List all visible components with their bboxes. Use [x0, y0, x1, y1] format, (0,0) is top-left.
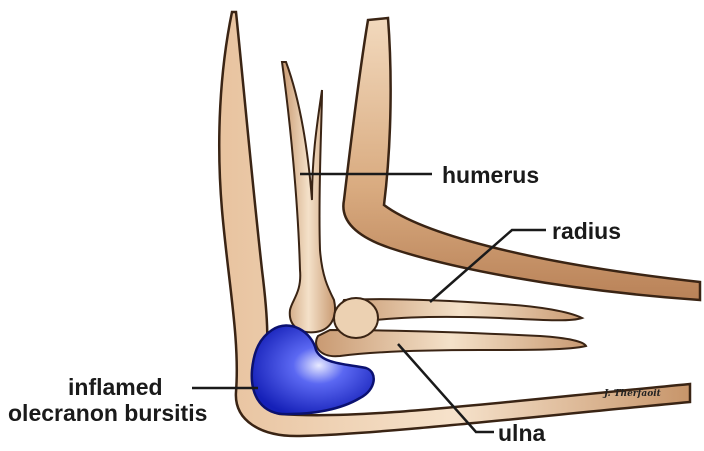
humerus-label: humerus	[442, 164, 539, 187]
ulna-label: ulna	[498, 422, 545, 445]
inflamed-label: inflamed	[68, 376, 163, 399]
elbow-joint	[334, 298, 378, 338]
radius-label: radius	[552, 220, 621, 243]
far-arm	[343, 18, 700, 300]
olecranon-bursitis-label: olecranon bursitis	[8, 402, 207, 425]
humerus-bone	[282, 62, 335, 332]
artist-signature: J. Therfaoit	[604, 389, 661, 399]
